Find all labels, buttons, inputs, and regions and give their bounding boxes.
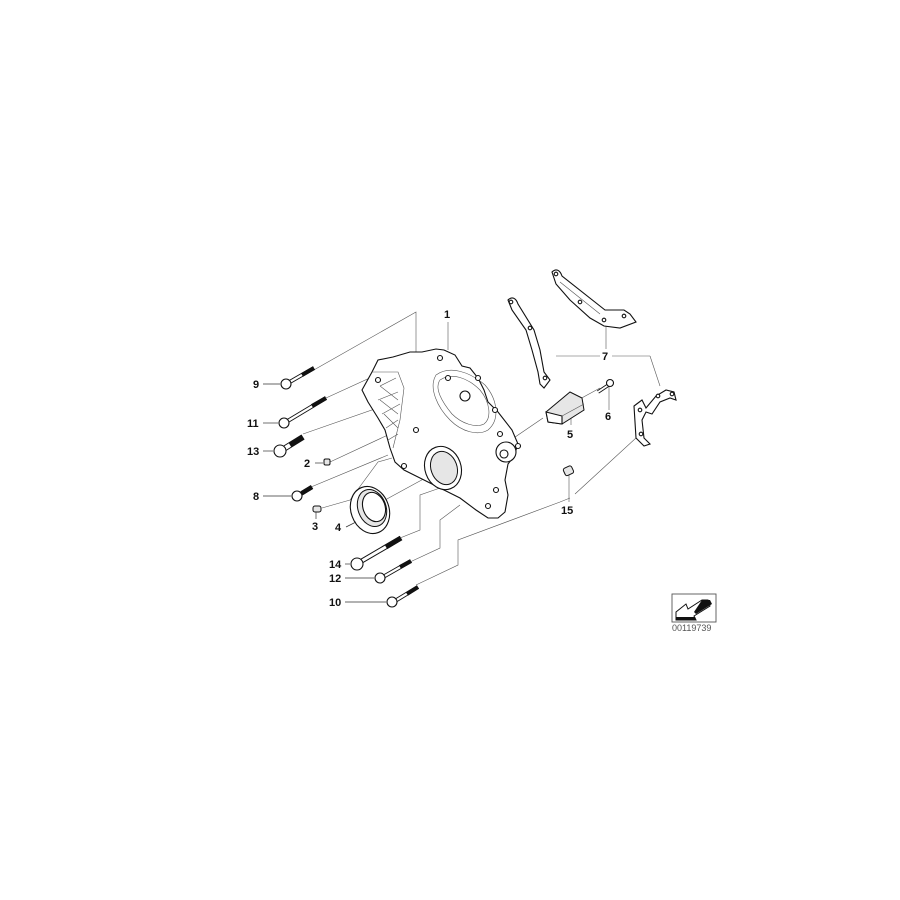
timing-cover [361, 348, 522, 519]
bolt-9 [280, 366, 316, 390]
callout-8[interactable]: 8 [253, 491, 259, 503]
callout-labels: 1 2 3 4 5 6 7 8 9 10 11 12 13 14 15 [247, 309, 611, 609]
reference-badge: 00119739 [671, 593, 717, 633]
arrow-direction-icon [675, 599, 712, 621]
leader-lines [302, 311, 661, 586]
bolt-6 [597, 378, 615, 394]
bolt-12 [374, 559, 412, 584]
callout-1[interactable]: 1 [444, 309, 450, 321]
callout-2[interactable]: 2 [304, 458, 310, 470]
callout-5[interactable]: 5 [567, 429, 573, 441]
callout-7[interactable]: 7 [602, 351, 608, 363]
callout-3[interactable]: 3 [312, 521, 318, 533]
callout-15[interactable]: 15 [561, 505, 573, 517]
label-stubs [263, 383, 386, 603]
dowel-3 [312, 505, 322, 513]
callout-11[interactable]: 11 [247, 418, 259, 430]
reference-code: 00119739 [672, 623, 711, 633]
mount-block [545, 391, 585, 425]
seal-ring-4 [349, 485, 391, 535]
callout-13[interactable]: 13 [247, 446, 259, 458]
callout-12[interactable]: 12 [329, 573, 341, 585]
gasket-right [633, 389, 677, 447]
bolt-10 [386, 585, 420, 608]
gasket-top [551, 269, 637, 329]
callout-14[interactable]: 14 [329, 559, 342, 571]
gasket-left [507, 297, 551, 389]
bolt-13 [273, 434, 305, 458]
callout-9[interactable]: 9 [253, 379, 259, 391]
sleeve-15 [562, 465, 575, 477]
bolt-11 [278, 396, 328, 429]
callout-6[interactable]: 6 [605, 411, 611, 423]
bolt-14 [350, 535, 403, 571]
dowel-2 [323, 458, 331, 466]
callout-4[interactable]: 4 [335, 522, 342, 534]
bolt-8 [291, 485, 314, 502]
callout-10[interactable]: 10 [329, 597, 341, 609]
